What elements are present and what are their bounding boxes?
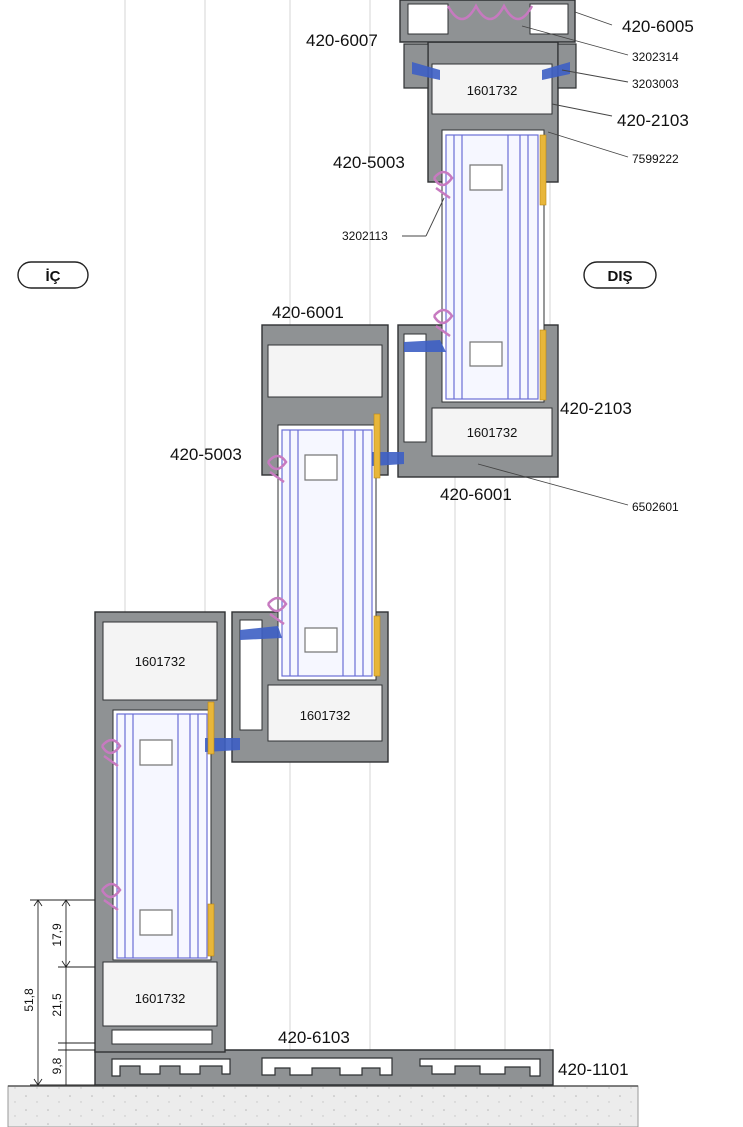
label-420-1101: 420-1101: [558, 1060, 629, 1079]
dimension-lower: 9,8: [50, 1057, 64, 1074]
label-420-2103-mid: 420-2103: [560, 399, 632, 418]
glass-unit-inner: [116, 713, 208, 959]
dimension-total: 51,8: [22, 988, 36, 1012]
dimension-texts: 51,8 17,9 21,5 9,8: [22, 923, 64, 1074]
glazing-tapes: [207, 134, 547, 957]
floor: [7, 1085, 639, 1127]
label-7599222: 7599222: [632, 152, 679, 166]
label-3202314: 3202314: [632, 50, 679, 64]
label-6502601: 6502601: [632, 500, 679, 514]
gasket-code-mid-right: 1601732: [467, 425, 518, 440]
outside-label: DIŞ: [607, 268, 632, 285]
label-3203003: 3203003: [632, 77, 679, 91]
gasket-code-middle-sash: 1601732: [300, 708, 351, 723]
label-420-6001-mid: 420-6001: [440, 485, 512, 504]
glass-unit-middle: [281, 429, 373, 677]
label-420-5003-top: 420-5003: [333, 153, 405, 172]
label-420-6005: 420-6005: [622, 17, 694, 36]
dimension-middle: 21,5: [50, 993, 64, 1017]
gasket-code-labels: 1601732 1601732 1601732 1601732 1601732: [135, 83, 518, 1006]
bottom-track-profile: [94, 1049, 554, 1086]
inside-label: İÇ: [46, 268, 61, 285]
side-label-outside: DIŞ: [583, 261, 657, 289]
gasket-code-bottom: 1601732: [135, 991, 186, 1006]
label-420-2103-top: 420-2103: [617, 111, 689, 130]
label-420-5003-mid: 420-5003: [170, 445, 242, 464]
gasket-code-top: 1601732: [467, 83, 518, 98]
label-420-6001-top: 420-6001: [272, 303, 344, 322]
label-3202113: 3202113: [342, 229, 388, 243]
part-labels: 420-6005 3202314 420-6007 3203003 420-21…: [170, 17, 694, 1079]
dimension-upper: 17,9: [50, 923, 64, 947]
dimension-lines: [30, 899, 95, 1086]
glass-unit-outer: [445, 134, 539, 400]
gasket-code-mid-left: 1601732: [135, 654, 186, 669]
leader-lines: [402, 11, 629, 506]
glazing-gaskets: [100, 3, 534, 912]
label-420-6007: 420-6007: [306, 31, 378, 50]
label-420-6103: 420-6103: [278, 1028, 350, 1047]
side-label-inside: İÇ: [17, 261, 89, 289]
